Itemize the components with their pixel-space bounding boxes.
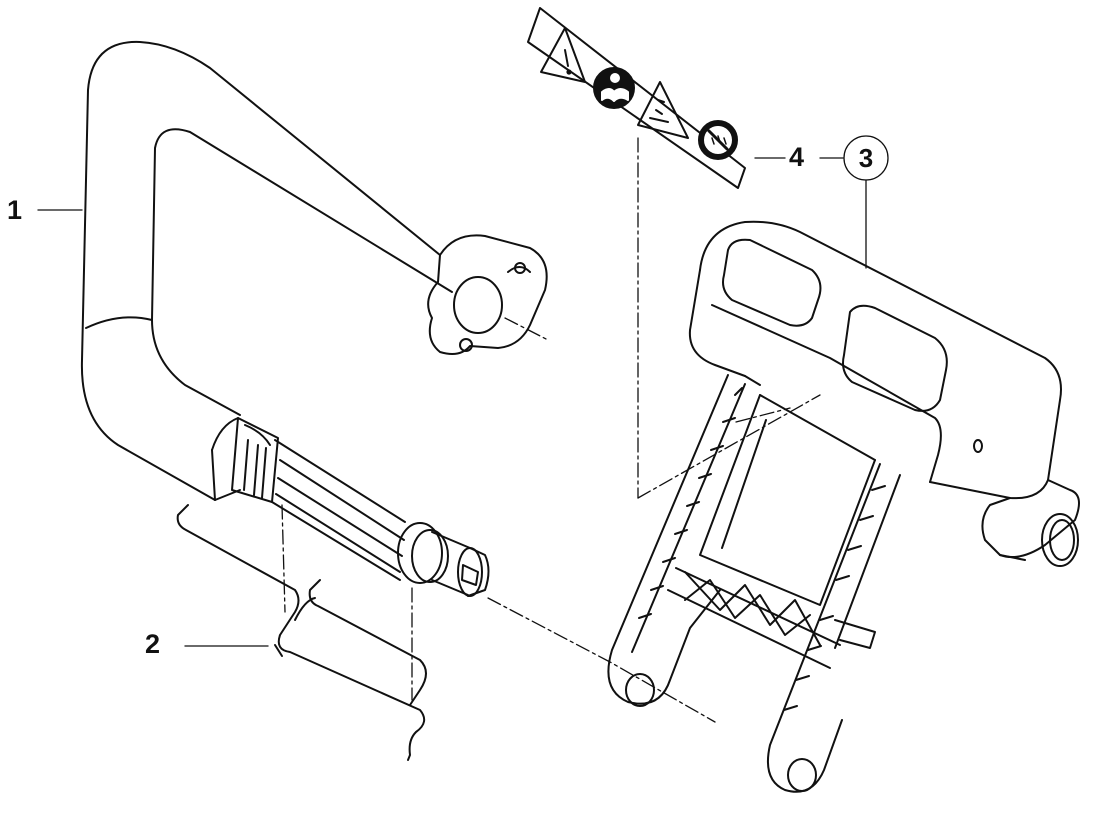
read-manual-icon — [593, 67, 635, 109]
warning-triangle-icon — [540, 27, 586, 83]
callout-part-4: 4 — [789, 142, 805, 172]
callout-part-2: 2 — [145, 629, 161, 659]
kickback-warning-icon — [637, 81, 689, 139]
alignment-lines — [281, 137, 821, 723]
callout-circle-3 — [843, 135, 889, 181]
callout-part-1: 1 — [7, 195, 23, 225]
wire-clip — [176, 504, 427, 761]
leader-lines — [37, 135, 889, 647]
warning-label — [527, 7, 746, 189]
callout-part-3: 3 — [858, 143, 874, 173]
front-handle-bar — [80, 40, 548, 597]
no-rain-icon — [698, 120, 738, 160]
handle-guard-bracket — [607, 220, 1080, 793]
